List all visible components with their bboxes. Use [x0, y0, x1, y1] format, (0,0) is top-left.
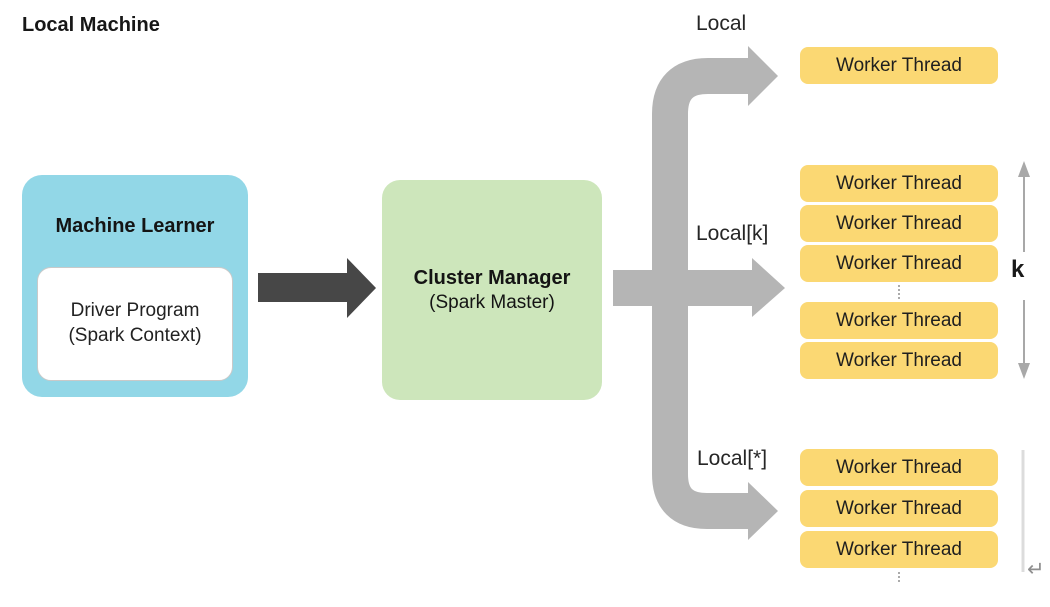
branch-middle-arrowhead-icon [752, 258, 785, 317]
worker-group-local: Worker Thread [800, 47, 998, 84]
driver-program-node: Driver Program (Spark Context) [37, 267, 233, 381]
branch-down-arrowhead-icon [748, 482, 778, 540]
k-span-up-arrowhead-icon [1018, 161, 1030, 177]
cluster-manager-label: Cluster Manager [413, 266, 571, 289]
ellipsis-dotted-line [898, 572, 900, 582]
k-span-down-arrowhead-icon [1018, 363, 1030, 379]
dark-right-arrow-icon [258, 258, 376, 318]
ellipsis-spacer [800, 285, 998, 299]
machine-learner-label: Machine Learner [55, 215, 215, 237]
branch-up-pipe [652, 58, 748, 288]
worker-thread-box: Worker Thread [800, 47, 998, 84]
cluster-manager-node: Cluster Manager (Spark Master) [382, 180, 602, 400]
branch-up-arrowhead-icon [748, 46, 778, 106]
worker-thread-box: Worker Thread [800, 165, 998, 202]
branch-connector [613, 58, 752, 529]
worker-thread-box: Worker Thread [800, 245, 998, 282]
worker-group-local-star: Worker Thread Worker Thread Worker Threa… [800, 449, 998, 582]
machine-learner-node: Machine Learner Driver Program (Spark Co… [22, 175, 248, 397]
worker-thread-box: Worker Thread [800, 531, 998, 568]
worker-thread-box: Worker Thread [800, 342, 998, 379]
worker-thread-box: Worker Thread [800, 490, 998, 527]
ellipsis-spacer [800, 572, 998, 582]
driver-program-line2: (Spark Context) [68, 325, 202, 346]
worker-thread-box: Worker Thread [800, 302, 998, 339]
driver-program-line1: Driver Program [70, 300, 200, 322]
diagram-title: Local Machine [22, 14, 160, 36]
cluster-manager-sublabel: (Spark Master) [429, 291, 555, 313]
branch-down-pipe [652, 288, 748, 529]
return-mark-icon: ↵ [1027, 558, 1045, 581]
branch-label-local: Local [696, 12, 747, 35]
k-span-label: k [1011, 256, 1025, 283]
worker-thread-box: Worker Thread [800, 205, 998, 242]
ellipsis-dotted-line [898, 285, 900, 299]
worker-group-local-k: Worker Thread Worker Thread Worker Threa… [800, 165, 998, 379]
worker-thread-box: Worker Thread [800, 449, 998, 486]
branch-label-local-k: Local[k] [696, 222, 769, 245]
branch-label-local-star: Local[*] [697, 447, 768, 470]
